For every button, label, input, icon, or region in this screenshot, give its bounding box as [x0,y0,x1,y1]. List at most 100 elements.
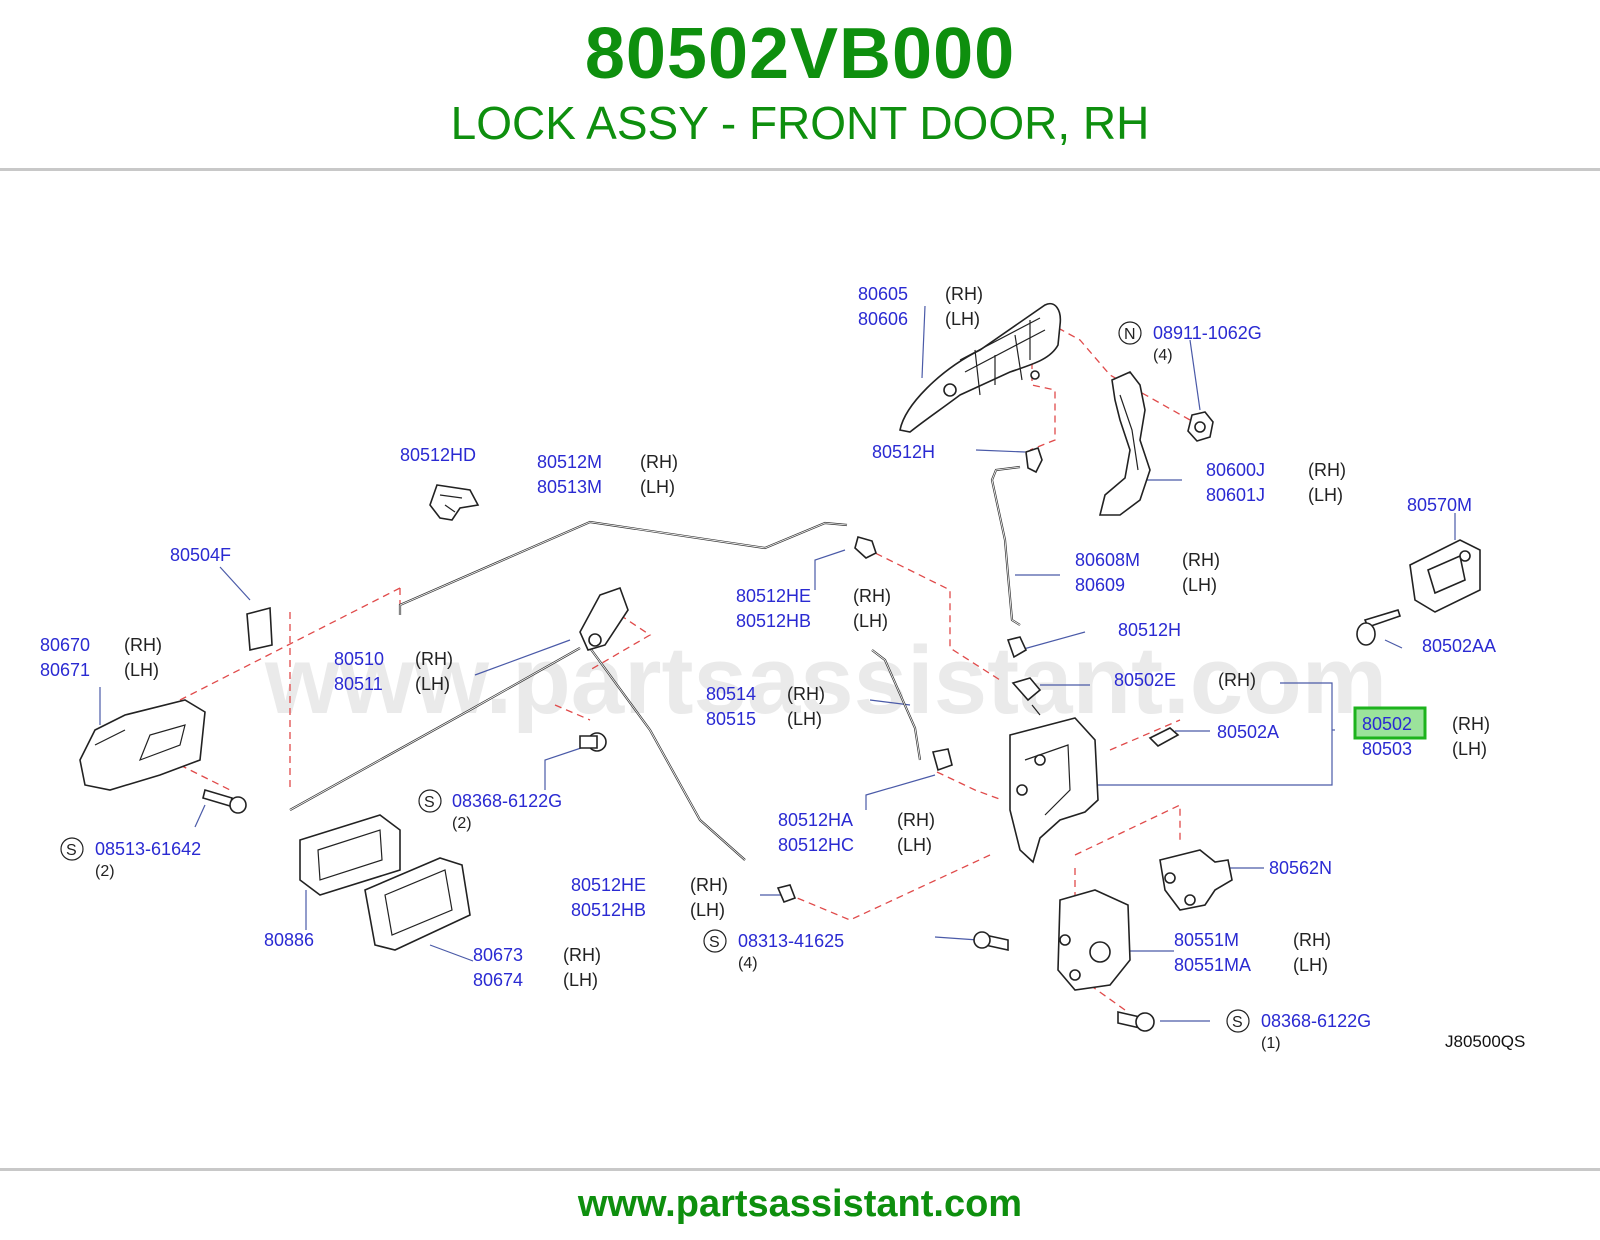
part-label[interactable]: 80511 [334,674,383,694]
part-label[interactable]: 08368-6122G [452,791,562,811]
svg-text:(RH): (RH) [853,586,891,606]
svg-text:(LH): (LH) [563,970,598,990]
svg-text:(LH): (LH) [690,900,725,920]
part-label[interactable]: 80512H [1118,620,1181,640]
symbol-circle [1118,321,1142,345]
symbol-circle [60,837,84,861]
part-label[interactable]: 80513M [537,477,602,497]
svg-text:(LH): (LH) [1308,485,1343,505]
svg-text:(LH): (LH) [787,709,822,729]
clip-80512HE-bottom-drawing [776,884,797,904]
svg-text:(RH): (RH) [1308,460,1346,480]
part-label[interactable]: 80609 [1075,575,1125,595]
symbol-circle [1226,1009,1250,1033]
part-label[interactable]: 80502A [1217,722,1279,742]
parts-diagram-canvas: www.partsassistant.com [40,284,1525,1052]
pad-80504F-drawing [246,606,273,651]
clip-80502E-drawing [1011,677,1042,716]
screw-08513-drawing [202,788,247,814]
svg-text:(LH): (LH) [640,477,675,497]
svg-text:S: S [1232,1014,1243,1031]
part-label[interactable]: 80502E [1114,670,1176,690]
screw-80502A-drawing [1148,727,1180,747]
parts-diagram: www.partsassistant.com [0,170,1600,1170]
part-label[interactable]: 80605 [858,284,908,304]
door-lock-assembly-drawing [1009,717,1099,864]
inside-door-handle-drawing [79,699,206,791]
part-label[interactable]: 80502AA [1422,636,1496,656]
part-label[interactable]: 80510 [334,649,384,669]
rod-80512M-drawing [398,520,848,615]
watermark: www.partsassistant.com [264,627,1387,734]
page-subtitle-part-name: LOCK ASSY - FRONT DOOR, RH [450,97,1150,149]
highlighted-part-box [1353,706,1427,740]
part-label[interactable]: 80601J [1206,485,1265,505]
footer-divider [0,1168,1600,1171]
part-label[interactable]: 08368-6122G [1261,1011,1371,1031]
svg-text:(RH): (RH) [415,649,453,669]
svg-text:(LH): (LH) [1293,955,1328,975]
part-label[interactable]: 80673 [473,945,523,965]
part-label[interactable]: 80512HB [736,611,811,631]
part-label[interactable]: 80512H [872,442,935,462]
svg-text:(RH): (RH) [690,875,728,895]
clip-80512H-drawing [1006,446,1043,659]
part-label[interactable]: 80671 [40,660,90,680]
escutcheon-insert-80886-drawing [299,814,401,896]
part-label[interactable]: 80512HA [778,810,853,830]
part-label[interactable]: 80886 [264,930,314,950]
part-label[interactable]: 80551MA [1174,955,1251,975]
part-label[interactable]: 08513-61642 [95,839,201,859]
part-label[interactable]: 80670 [40,635,90,655]
symbol-circle [418,789,442,813]
part-label[interactable]: 80606 [858,309,908,329]
part-label[interactable]: 80512HE [736,586,811,606]
actuator-80562N-drawing [1159,849,1233,911]
lock-actuator-80551M-drawing [1057,889,1131,991]
svg-text:(LH): (LH) [415,674,450,694]
bolt-08368-left-drawing [579,732,607,752]
svg-text:(4): (4) [1153,347,1173,364]
svg-text:(LH): (LH) [853,611,888,631]
svg-text:(LH): (LH) [1452,739,1487,759]
page-title-part-number: 80502VB000 [584,14,1016,94]
part-label[interactable]: 80512HC [778,835,854,855]
part-label[interactable]: 80600J [1206,460,1265,480]
part-label[interactable]: 80504F [170,545,231,565]
part-label[interactable]: 80514 [706,684,756,704]
part-label[interactable]: 80674 [473,970,523,990]
clip-80512HA-drawing [931,748,953,772]
part-label[interactable]: 80570M [1407,495,1472,515]
symbol-circle [703,929,727,953]
part-label[interactable]: 80551M [1174,930,1239,950]
part-label[interactable]: 80512M [537,452,602,472]
part-label[interactable]: 80562N [1269,858,1332,878]
page-footer: www.partsassistant.com [0,1170,1600,1240]
rod-80608M-drawing [990,465,1021,626]
svg-text:(2): (2) [452,815,472,832]
website-link[interactable]: www.partsassistant.com [577,1183,1023,1225]
svg-text:(RH): (RH) [1218,670,1256,690]
svg-text:S: S [709,934,720,951]
part-label[interactable]: 80512HD [400,445,476,465]
part-label[interactable]: 80608M [1075,550,1140,570]
svg-text:(LH): (LH) [897,835,932,855]
clip-80512HD-drawing [429,484,480,521]
header-divider [0,168,1600,171]
nut-drawing [1187,411,1214,442]
svg-text:S: S [66,842,77,859]
svg-text:(RH): (RH) [897,810,935,830]
bell-crank-drawing [579,586,629,651]
part-label[interactable]: 80512HB [571,900,646,920]
svg-text:(RH): (RH) [563,945,601,965]
part-label[interactable]: 08911-1062G [1153,323,1262,343]
highlighted-part-label[interactable]: 80502 [1362,714,1412,734]
part-label[interactable]: 80503 [1362,739,1412,759]
svg-text:(RH): (RH) [640,452,678,472]
door-striker-drawing [1409,539,1481,613]
part-label[interactable]: 80515 [706,709,756,729]
handle-bracket-drawing [1098,371,1151,516]
part-label[interactable]: 80512HE [571,875,646,895]
part-label[interactable]: 08313-41625 [738,931,844,951]
outside-door-handle-drawing [899,303,1062,433]
